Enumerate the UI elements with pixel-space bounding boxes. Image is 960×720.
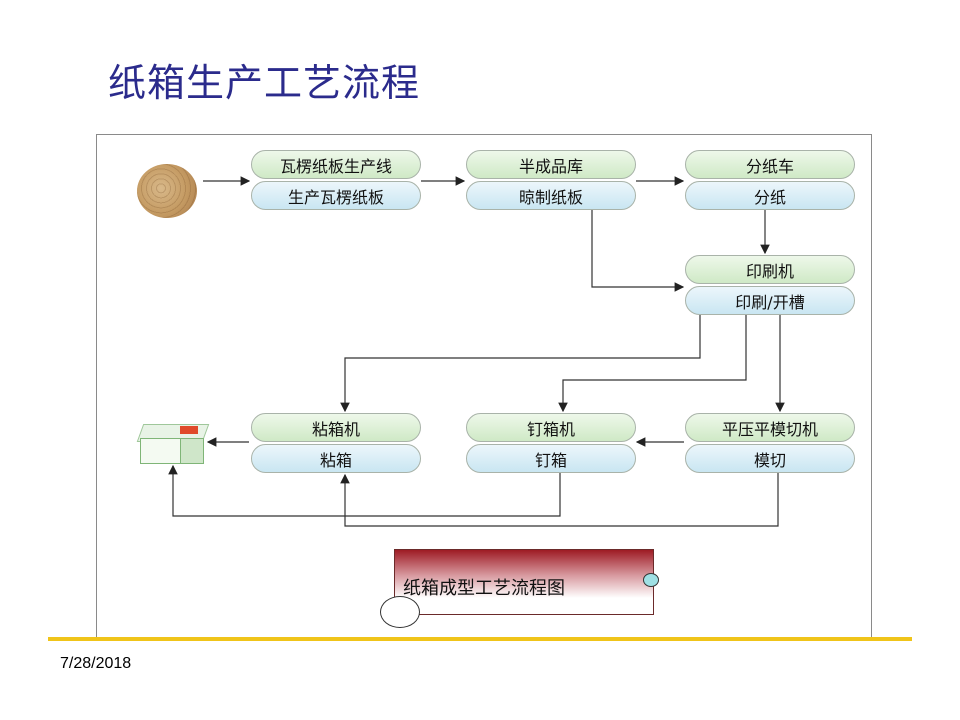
footer-rule bbox=[48, 637, 912, 641]
corrugator-process: 生产瓦楞纸板 bbox=[251, 181, 421, 210]
gluer-machine: 粘箱机 bbox=[251, 413, 421, 442]
stitcher-process: 钉箱 bbox=[466, 444, 636, 473]
printer-machine: 印刷机 bbox=[685, 255, 855, 284]
page-title: 纸箱生产工艺流程 bbox=[108, 61, 421, 105]
legend-circle-icon bbox=[380, 596, 420, 628]
legend-label: 纸箱成型工艺流程图 bbox=[394, 549, 654, 615]
legend-knob-icon bbox=[643, 573, 659, 587]
slitter-machine: 分纸车 bbox=[685, 150, 855, 179]
warehouse-machine: 半成品库 bbox=[466, 150, 636, 179]
stitcher-machine: 钉箱机 bbox=[466, 413, 636, 442]
diecut-process: 模切 bbox=[685, 444, 855, 473]
paper-roll-icon bbox=[137, 164, 197, 218]
paper-roll-rings bbox=[137, 164, 197, 218]
corrugator-machine: 瓦楞纸板生产线 bbox=[251, 150, 421, 179]
warehouse-process: 晾制纸板 bbox=[466, 181, 636, 210]
gluer-process: 粘箱 bbox=[251, 444, 421, 473]
footer-date: 7/28/2018 bbox=[60, 655, 132, 672]
finished-carton-icon bbox=[136, 424, 210, 464]
diecut-machine: 平压平模切机 bbox=[685, 413, 855, 442]
printer-process: 印刷/开槽 bbox=[685, 286, 855, 315]
slitter-process: 分纸 bbox=[685, 181, 855, 210]
